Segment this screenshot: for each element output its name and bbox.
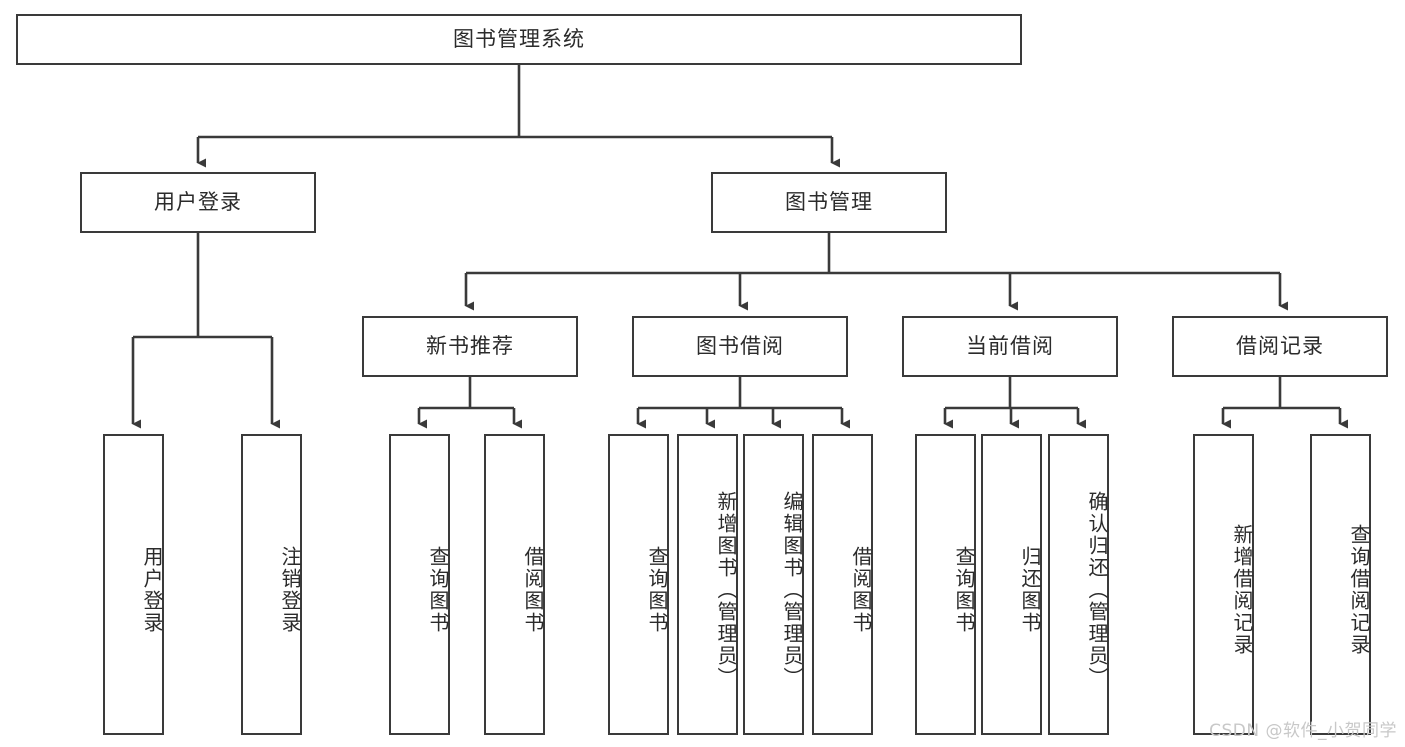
leaf-label: 用户登录 — [140, 545, 164, 634]
watermark-text: CSDN @软件_小贺同学 — [1209, 721, 1397, 741]
leaf-label: 注销登录 — [278, 545, 302, 634]
leaf-add-borrowing-record[interactable]: 新增借阅记录 — [1193, 434, 1254, 735]
leaf-query-book-borrowing[interactable]: 查询图书 — [608, 434, 669, 735]
leaf-label: 借阅图书 — [849, 545, 873, 634]
leaf-return-book[interactable]: 归还图书 — [981, 434, 1042, 735]
node-new-book-recommendation[interactable]: 新书推荐 — [362, 316, 578, 377]
leaf-label: 新增图书（管理员） — [714, 490, 738, 689]
leaf-label: 新增借阅记录 — [1230, 523, 1254, 656]
leaf-query-book-current[interactable]: 查询图书 — [915, 434, 976, 735]
leaf-add-book-admin[interactable]: 新增图书（管理员） — [677, 434, 738, 735]
node-borrowing-records[interactable]: 借阅记录 — [1172, 316, 1388, 377]
node-current-borrowing[interactable]: 当前借阅 — [902, 316, 1118, 377]
leaf-borrow-book[interactable]: 借阅图书 — [812, 434, 873, 735]
leaf-query-borrowing-record[interactable]: 查询借阅记录 — [1310, 434, 1371, 735]
leaf-query-book-recommendation[interactable]: 查询图书 — [389, 434, 450, 735]
leaf-user-login[interactable]: 用户登录 — [103, 434, 164, 735]
leaf-label: 查询图书 — [426, 545, 450, 634]
leaf-label: 查询图书 — [952, 545, 976, 634]
node-root-system[interactable]: 图书管理系统 — [16, 14, 1022, 65]
leaf-edit-book-admin[interactable]: 编辑图书（管理员） — [743, 434, 804, 735]
leaf-logout[interactable]: 注销登录 — [241, 434, 302, 735]
leaf-confirm-return-admin[interactable]: 确认归还（管理员） — [1048, 434, 1109, 735]
leaf-label: 编辑图书（管理员） — [780, 490, 804, 689]
node-book-borrowing[interactable]: 图书借阅 — [632, 316, 848, 377]
node-user-login[interactable]: 用户登录 — [80, 172, 316, 233]
leaf-label: 查询图书 — [645, 545, 669, 634]
leaf-label: 归还图书 — [1018, 545, 1042, 634]
leaf-label: 借阅图书 — [521, 545, 545, 634]
leaf-label: 确认归还（管理员） — [1085, 490, 1109, 689]
leaf-borrow-book-recommendation[interactable]: 借阅图书 — [484, 434, 545, 735]
node-book-management[interactable]: 图书管理 — [711, 172, 947, 233]
leaf-label: 查询借阅记录 — [1347, 523, 1371, 656]
